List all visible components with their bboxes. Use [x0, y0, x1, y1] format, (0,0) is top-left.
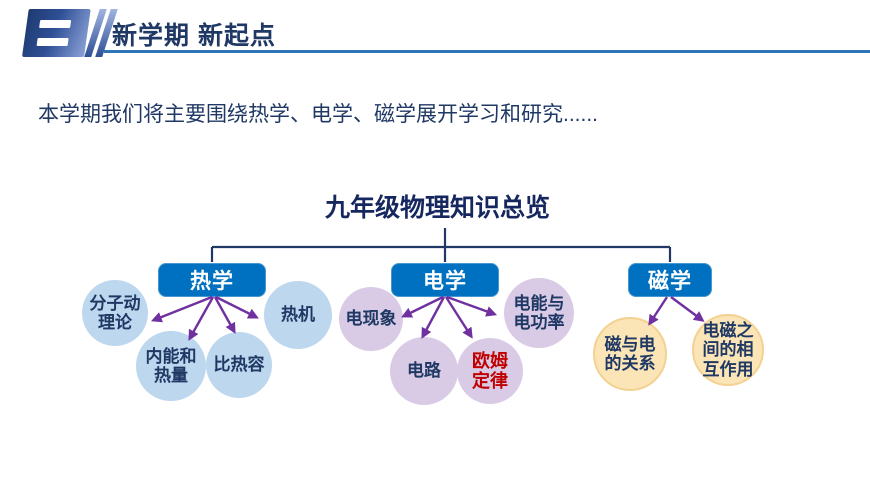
topic-circle-electromagnetic-interaction: 电磁之 间的相 互作用 [692, 314, 764, 386]
topic-circle-heat-engine: 热机 [264, 281, 332, 349]
intro-text: 本学期我们将主要围绕热学、电学、磁学展开学习和研究...... [38, 103, 599, 126]
diagram-title: 九年级物理知识总览 [325, 194, 551, 222]
tree-connector-lines [210, 228, 672, 262]
page-title: 新学期 新起点 [112, 22, 276, 50]
branch-box-magnetism: 磁学 [628, 263, 712, 297]
branch-box-thermology: 热学 [158, 263, 266, 297]
topic-circle-internal-energy-heat: 内能和 热量 [136, 331, 206, 401]
logo-bar-top [39, 20, 72, 28]
topic-circle-specific-heat: 比热容 [206, 332, 272, 398]
topic-circle-molecular-theory: 分子动 理论 [82, 280, 148, 346]
topic-circle-circuits: 电路 [390, 337, 458, 405]
topic-circle-ohms-law: 欧姆 定律 [457, 338, 523, 404]
branch-box-electricity: 电学 [391, 263, 499, 297]
topic-circle-magnetism-electricity-relation: 磁与电 的关系 [593, 317, 667, 391]
section-number-icon [18, 9, 118, 57]
topic-circle-electric-phenomena: 电现象 [339, 287, 403, 351]
header-underline [104, 50, 870, 53]
logo-parallelogram [22, 9, 91, 57]
topic-circle-electric-energy-power: 电能与 电功率 [504, 278, 574, 348]
logo-bar-bottom [36, 38, 69, 46]
